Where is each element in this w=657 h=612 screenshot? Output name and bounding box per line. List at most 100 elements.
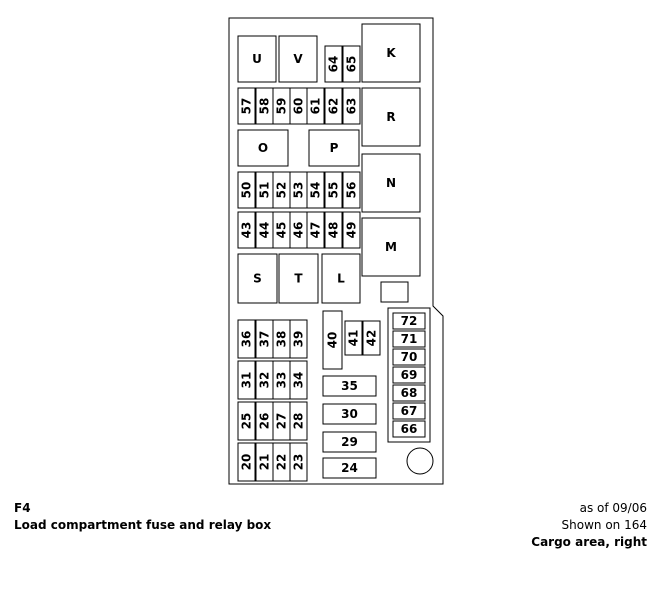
fuse-32-label: 32	[258, 372, 272, 389]
fuse-29-label: 29	[341, 435, 358, 449]
fuse-43-label: 43	[240, 222, 254, 239]
fuse-72-label: 72	[401, 314, 418, 328]
fuse-51: 51	[255, 171, 274, 209]
fuse-52-label: 52	[275, 182, 289, 199]
fuse-59: 59	[272, 87, 291, 125]
fuse-59-label: 59	[275, 98, 289, 115]
fuse-23-label: 23	[292, 454, 306, 471]
fuse-47-label: 47	[309, 222, 323, 239]
fuse-53-label: 53	[292, 182, 306, 199]
fuse-63: 63	[342, 87, 361, 125]
fuse-67: 67	[392, 402, 426, 420]
fuse-61-label: 61	[309, 98, 323, 115]
fuse-48-label: 48	[327, 222, 341, 239]
fuse-36: 36	[237, 319, 256, 359]
fuse-31-label: 31	[240, 372, 254, 389]
as-of-date: as of 09/06	[579, 501, 647, 515]
relay-u: U	[237, 35, 277, 83]
shown-on-note: Shown on 164	[561, 518, 647, 532]
fuse-20-label: 20	[240, 454, 254, 471]
fuse-47: 47	[306, 211, 325, 249]
relay-n-label: N	[386, 176, 396, 190]
fuse-66: 66	[392, 420, 426, 438]
fuse-21-label: 21	[258, 454, 272, 471]
fuse-40-label: 40	[326, 332, 340, 349]
fuse-23: 23	[289, 442, 308, 482]
fuse-48: 48	[324, 211, 343, 249]
fuse-34: 34	[289, 360, 308, 400]
relay-p-label: P	[330, 141, 339, 155]
fuse-41-label: 41	[347, 330, 361, 347]
fuse-29: 29	[322, 431, 377, 453]
relay-t: T	[278, 253, 319, 304]
fuse-71-label: 71	[401, 332, 418, 346]
fuse-62: 62	[324, 87, 343, 125]
fuse-26-label: 26	[258, 413, 272, 430]
relay-r-label: R	[386, 110, 395, 124]
fuse-72: 72	[392, 312, 426, 330]
fuse-50: 50	[237, 171, 256, 209]
fuse-70: 70	[392, 348, 426, 366]
fuse-46-label: 46	[292, 222, 306, 239]
fuse-42: 42	[362, 320, 381, 356]
fuse-20: 20	[237, 442, 256, 482]
fuse-43: 43	[237, 211, 256, 249]
fuse-68-label: 68	[401, 386, 418, 400]
figure-code: F4	[14, 501, 31, 515]
fuse-58: 58	[255, 87, 274, 125]
fuse-24-label: 24	[341, 461, 358, 475]
relay-t-label: T	[294, 272, 303, 286]
fuse-35: 35	[322, 375, 377, 397]
fuse-41: 41	[344, 320, 363, 356]
fuse-55: 55	[324, 171, 343, 209]
fuse-70-label: 70	[401, 350, 418, 364]
fuse-45-label: 45	[275, 222, 289, 239]
relay-m-label: M	[385, 240, 397, 254]
fuse-44-label: 44	[258, 222, 272, 239]
fuse-60: 60	[289, 87, 308, 125]
fuse-58-label: 58	[258, 98, 272, 115]
relay-o-label: O	[258, 141, 268, 155]
fuse-38-label: 38	[275, 331, 289, 348]
relay-n: N	[361, 153, 421, 213]
relay-k-label: K	[386, 46, 396, 60]
fuse-49-label: 49	[345, 222, 359, 239]
fuse-50-label: 50	[240, 182, 254, 199]
fuse-71: 71	[392, 330, 426, 348]
fuse-65: 65	[342, 45, 361, 83]
fuse-36-label: 36	[240, 331, 254, 348]
relay-m: M	[361, 217, 421, 277]
fuse-33: 33	[272, 360, 291, 400]
fuse-33-label: 33	[275, 372, 289, 389]
fuse-54-label: 54	[309, 182, 323, 199]
fuse-27-label: 27	[275, 413, 289, 430]
relay-v-label: V	[293, 52, 303, 66]
mounting-hole	[406, 447, 434, 475]
fuse-45: 45	[272, 211, 291, 249]
fuse-65-label: 65	[345, 56, 359, 73]
fuse-63-label: 63	[345, 98, 359, 115]
fuse-56-label: 56	[345, 182, 359, 199]
fuse-64-label: 64	[327, 56, 341, 73]
relay-r: R	[361, 87, 421, 147]
figure-title: Load compartment fuse and relay box	[14, 518, 272, 532]
fuse-37-label: 37	[258, 331, 272, 348]
fuse-22-label: 22	[275, 454, 289, 471]
fuse-64: 64	[324, 45, 343, 83]
fuse-22: 22	[272, 442, 291, 482]
fuse-57-label: 57	[240, 98, 254, 115]
fuse-68: 68	[392, 384, 426, 402]
fuse-51-label: 51	[258, 182, 272, 199]
fuse-69: 69	[392, 366, 426, 384]
fuse-39-label: 39	[292, 331, 306, 348]
fuse-24: 24	[322, 457, 377, 479]
fuse-67-label: 67	[401, 404, 418, 418]
fuse-52: 52	[272, 171, 291, 209]
fuse-57: 57	[237, 87, 256, 125]
fuse-60-label: 60	[292, 98, 306, 115]
small-connector	[380, 281, 409, 303]
fuse-26: 26	[255, 401, 274, 441]
relay-l-label: L	[337, 272, 345, 286]
relay-u-label: U	[252, 52, 262, 66]
